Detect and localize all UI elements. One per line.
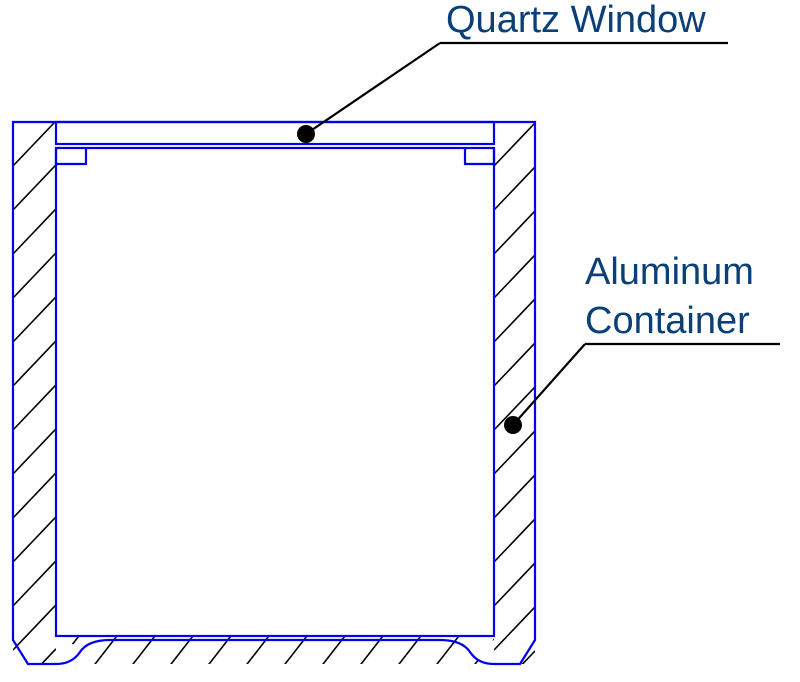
left-wall-hatch-line (13, 516, 56, 563)
aluminum-container-callout: Aluminum Container (504, 251, 780, 434)
quartz-window-dot (297, 125, 315, 143)
window-seat-left (54, 148, 88, 166)
bottom-wall-hatch-line (319, 636, 349, 664)
bottom-wall-hatch-line (281, 636, 311, 664)
left-wall-hatch-line (13, 122, 15, 123)
quartz-window-callout: Quartz Window (297, 0, 728, 143)
container-outer-outline (11, 120, 537, 666)
aluminum-container-label-line2: Container (585, 300, 750, 342)
aluminum-container-label-line1: Aluminum (585, 251, 754, 293)
bottom-wall-hatch-line (129, 636, 159, 664)
bottom-wall-hatch-line (433, 636, 463, 664)
bottom-wall-hatch-line (395, 636, 425, 664)
right-wall-hatch-line (494, 430, 535, 475)
left-wall-hatch-line (13, 604, 56, 651)
bottom-wall-hatching (56, 636, 494, 664)
left-wall-hatch-line (13, 340, 56, 387)
quartz-window-label: Quartz Window (446, 0, 706, 41)
left-wall-hatch-line (13, 472, 56, 519)
left-wall-hatch-line (40, 648, 56, 664)
quartz-window (54, 120, 496, 146)
right-wall-hatch-line (494, 122, 496, 123)
right-wall-hatch-line (494, 254, 535, 299)
aluminum-container-dot (504, 416, 522, 434)
container-inner-cavity (54, 146, 496, 638)
right-wall-hatching (494, 122, 535, 664)
bottom-wall-hatch-line (357, 636, 387, 664)
right-wall-hatch-line (494, 298, 535, 343)
right-wall-hatch-line (494, 166, 535, 211)
right-wall-hatch-line (494, 210, 535, 255)
left-wall-hatch-line (13, 560, 56, 607)
left-wall-hatch-line (13, 428, 56, 475)
right-wall-hatch-line (494, 606, 535, 651)
right-wall-hatch-line (494, 386, 535, 431)
bottom-wall-hatch-line (243, 636, 273, 664)
left-wall-hatch-line (13, 164, 56, 211)
bottom-wall-hatch-line (91, 636, 121, 664)
bottom-wall-hatch-line (167, 636, 197, 664)
right-wall-hatch-line (521, 650, 535, 664)
left-wall-hatch-line (13, 122, 56, 167)
quartz-window-leader (305, 42, 441, 135)
right-wall-hatch-line (494, 122, 535, 167)
right-wall-hatch-line (494, 518, 535, 563)
left-wall-hatch-line (13, 384, 56, 431)
right-wall-hatch-line (494, 474, 535, 519)
bottom-wall-hatch-line (205, 636, 235, 664)
left-wall-hatch-line (13, 296, 56, 343)
right-wall-hatch-line (494, 342, 535, 387)
left-wall-hatch-line (13, 252, 56, 299)
left-wall-hatching (13, 122, 56, 664)
right-wall-hatch-line (494, 562, 535, 607)
left-wall-hatch-line (13, 208, 56, 255)
aluminum-container-leader (512, 343, 586, 426)
window-seat-right (463, 148, 496, 166)
